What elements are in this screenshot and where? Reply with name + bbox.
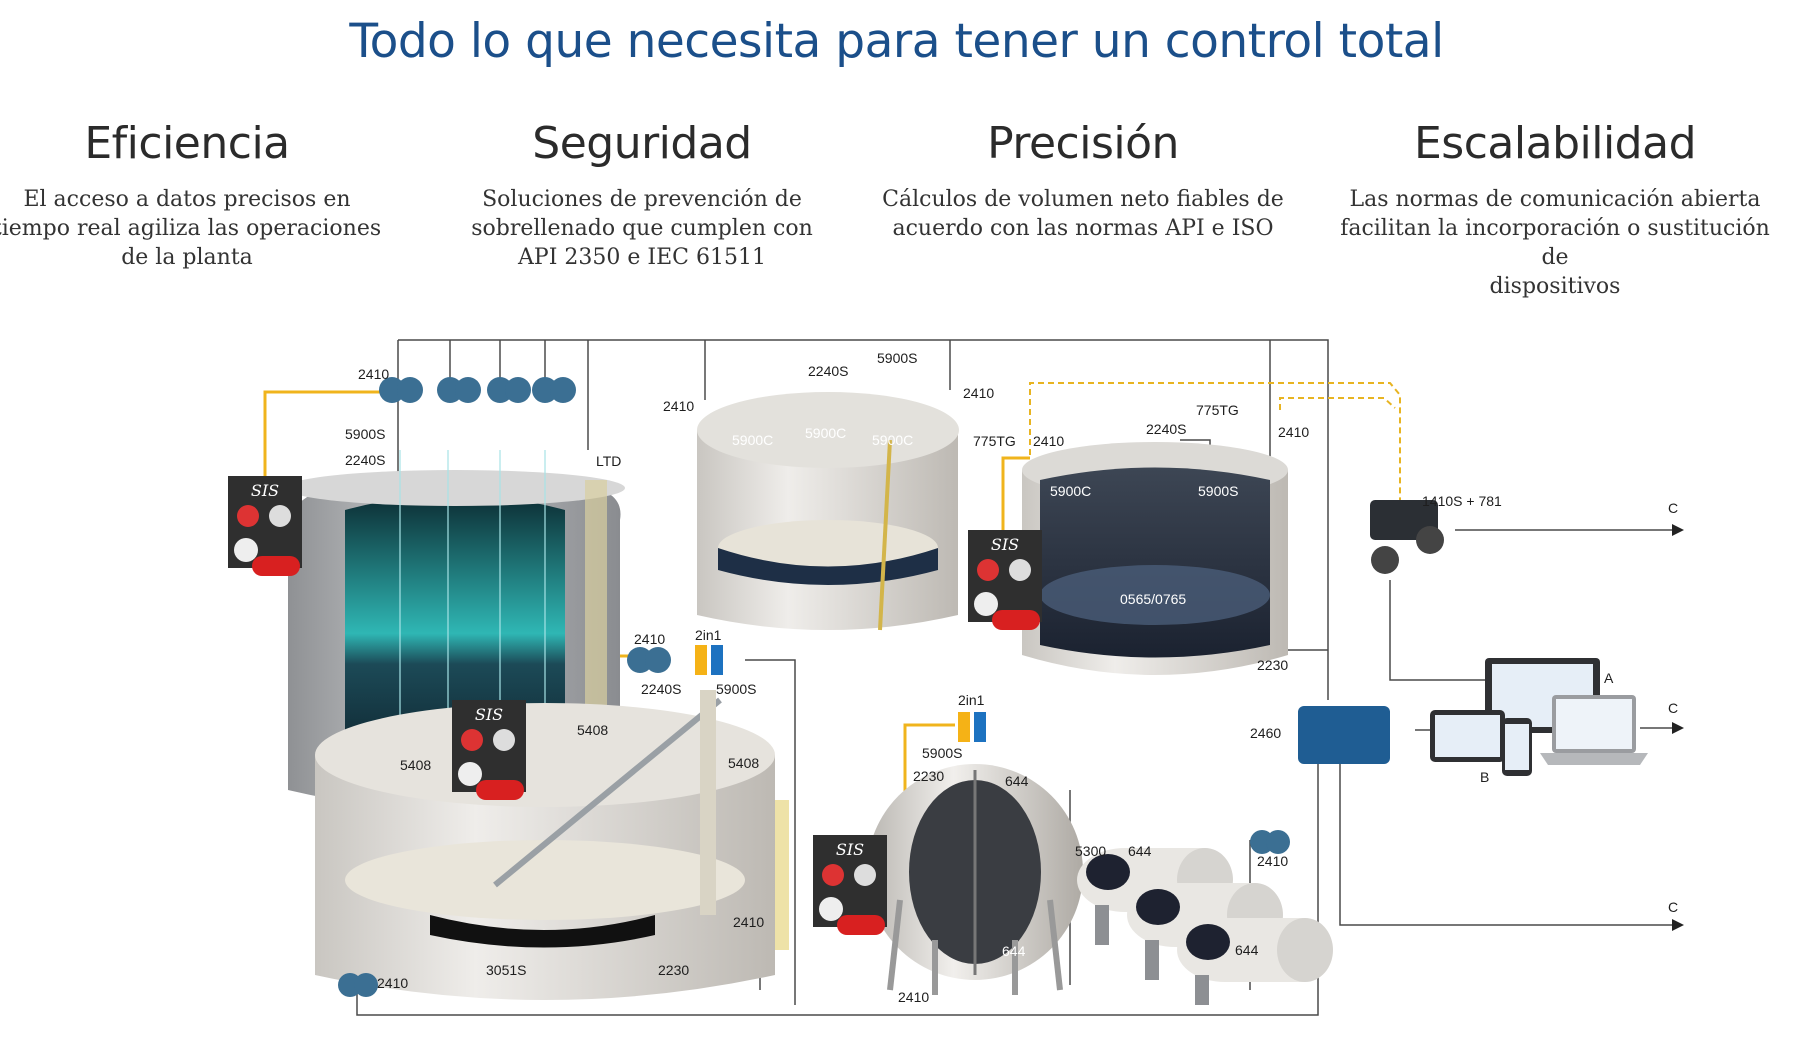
page-title: Todo lo que necesita para tener un contr…	[349, 14, 1444, 69]
device-label: 775TG	[973, 433, 1016, 449]
device-label: 644	[1235, 942, 1259, 958]
device-label: 2410	[634, 631, 665, 647]
device-label: 2410	[1257, 853, 1288, 869]
device-label: 5900S	[716, 681, 756, 697]
device-label: 2240S	[641, 681, 681, 697]
column-text: Soluciones de prevención de sobrellenado…	[432, 185, 852, 272]
device-label: 2410	[898, 989, 929, 1005]
device-label: 2240S	[1146, 421, 1186, 437]
device-label: 2in1	[695, 627, 722, 643]
text-line: Las normas de comunicación abierta	[1349, 187, 1761, 212]
sphere-tank	[867, 764, 1083, 995]
column-heading: Eficiencia	[84, 118, 290, 169]
device-label: 2240S	[808, 363, 848, 379]
device-label: 2230	[658, 962, 689, 978]
device-label: 644	[1002, 943, 1026, 959]
device-labels: 2410 5900S 2240S LTD 2240S 5900S 2410 24…	[345, 350, 1678, 1005]
device-label: 2230	[913, 768, 944, 784]
column-text: Cálculos de volumen neto fiables de acue…	[873, 185, 1293, 243]
device-label: 5408	[577, 722, 608, 738]
device-label: 5900C	[872, 432, 913, 448]
device-label: C	[1668, 500, 1678, 516]
sis-panel-3: SIS	[968, 530, 1042, 630]
device-label: 775TG	[1196, 402, 1239, 418]
device-label: 644	[1128, 843, 1152, 859]
column-text: Las normas de comunicación abierta facil…	[1325, 185, 1785, 301]
device-label: C	[1668, 700, 1678, 716]
device-label: 5300	[1075, 843, 1106, 859]
column-heading: Escalabilidad	[1414, 118, 1697, 169]
device-label: LTD	[596, 453, 621, 469]
device-label: 5408	[728, 755, 759, 771]
device-label: C	[1668, 899, 1678, 915]
device-label: 5408	[400, 757, 431, 773]
device-label: 2410	[358, 366, 389, 382]
text-line: facilitan la incorporación o sustitución…	[1340, 216, 1770, 270]
device-label: SIS	[836, 840, 864, 859]
text-line: acuerdo con las normas API e ISO	[892, 216, 1274, 241]
device-label: 2460	[1250, 725, 1281, 741]
device-label: A	[1604, 670, 1614, 686]
sis-panel-4: SIS	[813, 835, 887, 935]
device-label: 2230	[1257, 657, 1288, 673]
column-escalabilidad: Escalabilidad Las normas de comunicación…	[1325, 118, 1785, 301]
device-label: 5900S	[922, 745, 962, 761]
device-label: 2410	[1278, 424, 1309, 440]
control-room-screens	[1430, 658, 1648, 776]
device-label: SIS	[991, 535, 1019, 554]
device-label: SIS	[475, 705, 503, 724]
text-line: sobrellenado que cumplen con	[471, 216, 813, 241]
device-label: 2240S	[345, 452, 385, 468]
column-text: El acceso a datos precisos en tiempo rea…	[0, 185, 397, 272]
arrow-heads	[1672, 524, 1684, 931]
device-label: 2410	[963, 385, 994, 401]
device-label: 2410	[733, 914, 764, 930]
column-seguridad: Seguridad Soluciones de prevención de so…	[432, 118, 852, 272]
text-line: dispositivos	[1489, 274, 1621, 299]
text-line: Cálculos de volumen neto fiables de	[882, 187, 1284, 212]
column-precision: Precisión Cálculos de volumen neto fiabl…	[873, 118, 1293, 243]
device-label: 5900C	[732, 432, 773, 448]
device-label: 5900S	[1198, 483, 1238, 499]
fixed-roof-tank	[1022, 442, 1288, 675]
device-label: 2in1	[958, 692, 985, 708]
device-label: 2410	[377, 975, 408, 991]
2in1-block-1	[695, 645, 723, 675]
text-line: API 2350 e IEC 61511	[518, 245, 766, 270]
sis-panel-1: SIS	[228, 476, 302, 576]
device-label: 3051S	[486, 962, 526, 978]
device-label: 2410	[663, 398, 694, 414]
device-label: SIS	[251, 481, 279, 500]
device-label: 5900C	[805, 425, 846, 441]
device-label: 5900S	[345, 426, 385, 442]
column-heading: Seguridad	[532, 118, 752, 169]
device-label: 5900S	[877, 350, 917, 366]
device-label: 0565/0765	[1120, 591, 1186, 607]
large-storage-tank	[315, 690, 789, 1000]
text-line: Soluciones de prevención de	[482, 187, 802, 212]
floating-roof-tank	[697, 392, 959, 631]
column-heading: Precisión	[987, 118, 1179, 169]
device-label: 5900C	[1050, 483, 1091, 499]
device-icons	[338, 377, 1444, 997]
text-line: El acceso a datos precisos en	[23, 187, 351, 212]
column-eficiencia: Eficiencia El acceso a datos precisos en…	[0, 118, 397, 272]
text-line: de la planta	[121, 245, 253, 270]
sis-panel-2: SIS	[452, 700, 526, 800]
device-label: 1410S + 781	[1422, 493, 1502, 509]
dashed-wireless-lines	[1029, 382, 1401, 505]
device-label: B	[1480, 769, 1489, 785]
device-label: 644	[1005, 773, 1029, 789]
bullet-tanks	[1077, 848, 1333, 1005]
2in1-block-2	[958, 712, 986, 742]
text-line: tiempo real agiliza las operaciones	[0, 216, 382, 241]
device-label: 2410	[1033, 433, 1064, 449]
